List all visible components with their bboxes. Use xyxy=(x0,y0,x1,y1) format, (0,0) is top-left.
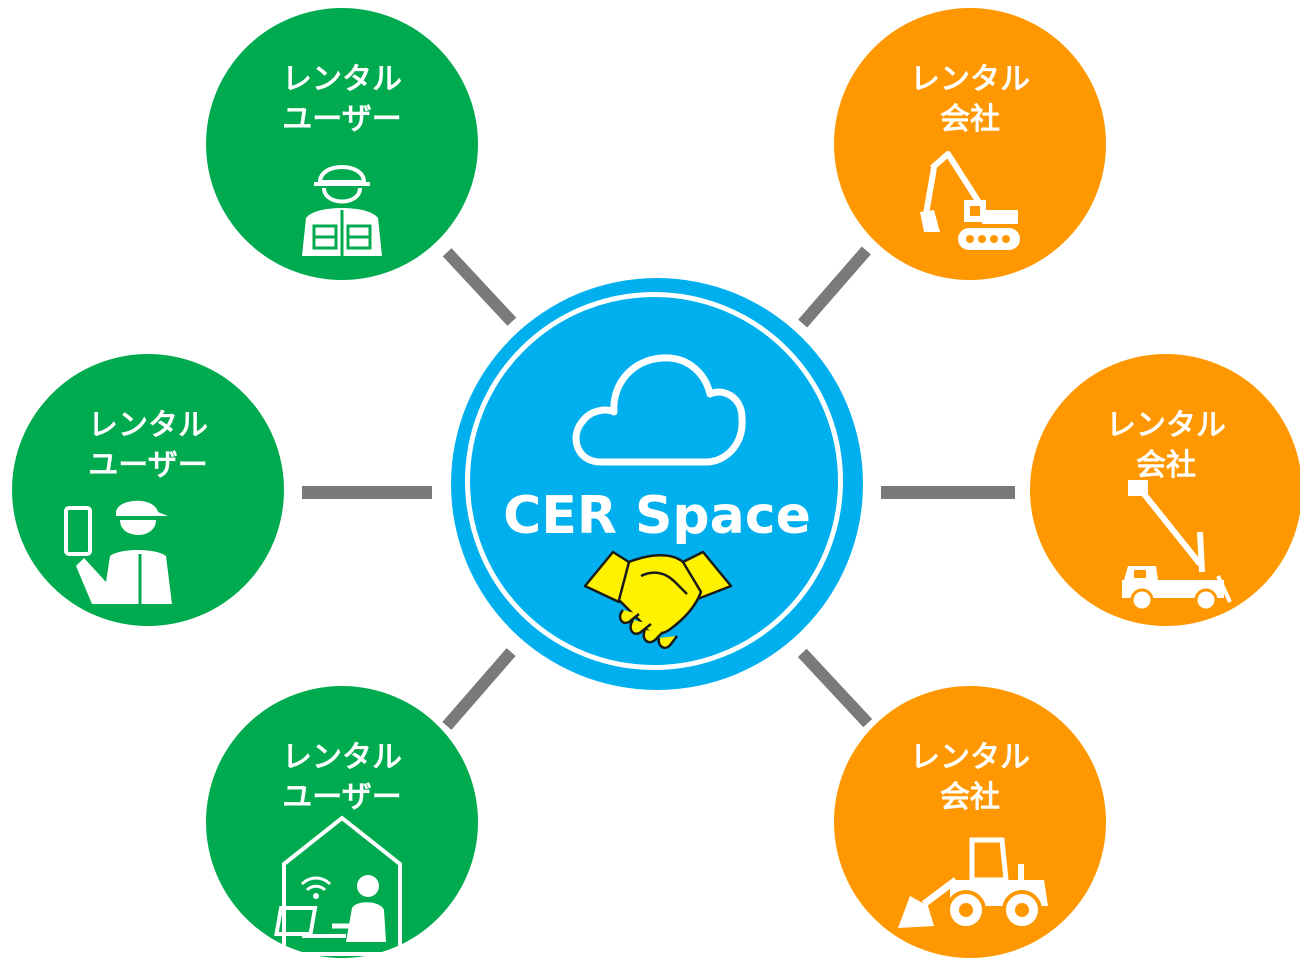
connector-company-3 xyxy=(797,648,873,728)
connector-user-2 xyxy=(302,486,432,499)
rental-user-node-2: レンタル ユーザー xyxy=(12,354,284,626)
node-label: レンタル ユーザー xyxy=(206,738,478,818)
node-label: レンタル ユーザー xyxy=(12,406,284,486)
node-label-line1: レンタル xyxy=(910,62,1030,97)
node-label-line2: ユーザー xyxy=(282,780,402,815)
rental-company-node-3: レンタル 会社 xyxy=(834,686,1106,958)
connector-company-2 xyxy=(881,486,1015,499)
excavator-icon xyxy=(918,148,1028,258)
wheel-loader-icon xyxy=(894,834,1054,934)
node-label-line1: レンタル xyxy=(910,740,1030,775)
aerial-lift-truck-icon xyxy=(1118,472,1238,612)
rental-company-node-2: レンタル 会社 xyxy=(1030,354,1300,626)
rental-user-node-3: レンタル ユーザー xyxy=(206,686,478,958)
rental-user-node-1: レンタル ユーザー xyxy=(206,8,478,280)
cloud-icon xyxy=(566,344,751,474)
node-label: レンタル 会社 xyxy=(834,738,1106,818)
connector-company-1 xyxy=(798,246,871,328)
remote-worker-house-icon xyxy=(272,812,412,958)
node-label-line2: 会社 xyxy=(940,102,1000,137)
node-label-line1: レンタル xyxy=(1106,408,1226,443)
hub-ring xyxy=(465,292,843,670)
connector-user-1 xyxy=(442,248,517,326)
connector-user-3 xyxy=(442,648,516,730)
node-label-line1: レンタル xyxy=(282,740,402,775)
hub-title: CER Space xyxy=(503,486,811,546)
node-label-line2: 会社 xyxy=(1136,448,1196,483)
handshake-icon xyxy=(583,546,733,658)
node-label-line2: ユーザー xyxy=(282,102,402,137)
worker-with-tablet-icon xyxy=(62,494,212,604)
rental-company-node-1: レンタル 会社 xyxy=(834,8,1106,280)
node-label: レンタル 会社 xyxy=(1030,406,1300,486)
construction-worker-icon xyxy=(292,148,392,258)
node-label-line2: 会社 xyxy=(940,780,1000,815)
node-label-line1: レンタル xyxy=(282,62,402,97)
node-label-line1: レンタル xyxy=(88,408,208,443)
node-label-line2: ユーザー xyxy=(88,448,208,483)
node-label: レンタル 会社 xyxy=(834,60,1106,140)
cer-space-hub: CER Space xyxy=(451,278,863,690)
node-label: レンタル ユーザー xyxy=(206,60,478,140)
